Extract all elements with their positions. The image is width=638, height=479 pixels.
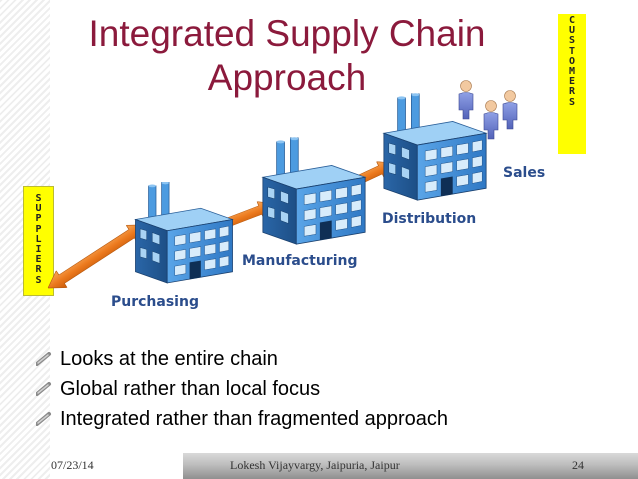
bullet-item: Looks at the entire chain (36, 344, 448, 374)
customers-letter: E (568, 76, 576, 88)
suppliers-letter: L (35, 233, 42, 245)
stage-label-distribution: Distribution (382, 211, 477, 227)
stage-label-manufacturing: Manufacturing (242, 253, 358, 269)
customers-letter: O (568, 55, 576, 67)
footer-author: Lokesh Vijayvargy, Jaipuria, Jaipur (230, 458, 400, 472)
factory-icon (134, 182, 234, 284)
stage-label-sales: Sales (503, 165, 546, 181)
suppliers-letter: E (35, 254, 42, 266)
suppliers-box: S U P P L I E R S (23, 186, 54, 296)
person-icon (502, 90, 518, 130)
footer-page-number: 24 (572, 458, 584, 472)
suppliers-letter: S (35, 193, 42, 204)
bullet-text: Looks at the entire chain (60, 348, 278, 370)
stick-bullet-icon (36, 352, 51, 366)
bullet-text: Global rather than local focus (60, 378, 321, 400)
slide-footer: 07/23/14 Lokesh Vijayvargy, Jaipuria, Ja… (0, 453, 638, 479)
flow-arrow-suppliers-purchasing (42, 216, 151, 297)
slide-title-line-1: Integrated Supply Chain (88, 13, 486, 54)
suppliers-letter: P (35, 223, 42, 235)
footer-bar (183, 453, 638, 479)
customers-letter: U (568, 25, 576, 37)
stick-bullet-icon (36, 382, 51, 396)
customers-box: C U S T O M E R S (558, 14, 586, 154)
bullet-item: Global rather than local focus (36, 374, 448, 404)
suppliers-letter: P (35, 213, 42, 225)
suppliers-letter: R (35, 264, 42, 276)
suppliers-letter: U (35, 203, 42, 215)
customers-letter: C (568, 15, 576, 26)
suppliers-letter: I (35, 244, 42, 256)
footer-date: 07/23/14 (51, 458, 94, 472)
factory-icon (262, 137, 366, 245)
customers-letter: S (568, 96, 576, 108)
suppliers-letter: S (35, 274, 42, 286)
bullet-list: Looks at the entire chain Global rather … (36, 344, 448, 434)
slide-title: Integrated Supply Chain Approach (44, 12, 530, 100)
customers-letter: T (568, 45, 576, 57)
bullet-item: Integrated rather than fragmented approa… (36, 404, 448, 434)
bullet-text: Integrated rather than fragmented approa… (60, 408, 449, 430)
customers-letter: S (568, 35, 576, 47)
customers-letter: R (568, 86, 576, 98)
slide-title-line-2: Approach (207, 57, 367, 98)
customers-letter: M (568, 66, 576, 78)
stage-label-purchasing: Purchasing (111, 294, 199, 310)
person-icon (458, 80, 474, 120)
stick-bullet-icon (36, 412, 51, 426)
